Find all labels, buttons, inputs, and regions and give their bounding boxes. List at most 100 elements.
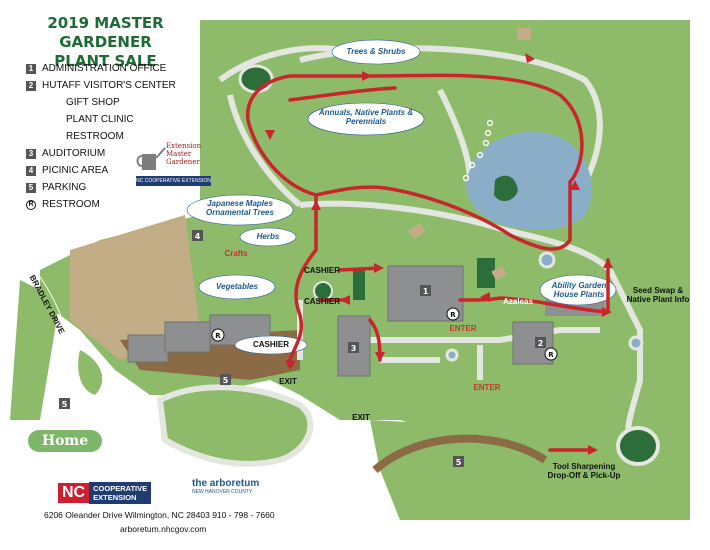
- legend-marker: R: [26, 199, 36, 210]
- lake-island: [494, 175, 518, 202]
- logo-word-extension: EXTENSION: [93, 493, 137, 502]
- marker-4: 4: [192, 230, 203, 241]
- label-herbs: Herbs: [256, 232, 280, 241]
- legend-item: GIFT SHOP: [66, 94, 206, 111]
- arboretum-logo: the arboretum NEW HANOVER COUNTY: [192, 478, 259, 495]
- tan-kiosk-3: [517, 28, 531, 40]
- legend-marker: 1: [26, 63, 36, 74]
- svg-text:1: 1: [423, 287, 429, 296]
- legend: 1 ADMINISTRATION OFFICE 2 HUTAFF VISITOR'S…: [26, 60, 206, 213]
- legend-label: GIFT SHOP: [66, 97, 120, 108]
- cooperative-extension-text: COOPERATIVE EXTENSION: [89, 482, 152, 504]
- legend-label: RESTROOM: [42, 199, 100, 210]
- logo-word-cooperative: COOPERATIVE: [93, 484, 148, 493]
- legend-item: 2 HUTAFF VISITOR'S CENTER: [26, 77, 206, 94]
- bradley-drive: [34, 269, 71, 341]
- label-tool-sharpening: Tool Sharpening Drop-Off & Pick-Up: [547, 462, 621, 480]
- label-crafts: Crafts: [224, 249, 248, 258]
- marker-3: 3: [348, 342, 359, 353]
- svg-text:4: 4: [195, 232, 201, 241]
- lake: [466, 131, 592, 230]
- map-title: 2019 MASTER GARDENER PLANT SALE: [18, 14, 193, 71]
- legend-label: PLANT CLINIC: [66, 114, 134, 125]
- tree-circle-north: [238, 64, 274, 94]
- logo-band: NC COOPERATIVE EXTENSION: [136, 176, 211, 186]
- restroom-marker-labels: R R R: [215, 311, 554, 359]
- label-exit-left: EXIT: [279, 377, 297, 386]
- label-cashier-top: CASHIER: [303, 266, 340, 275]
- garden-dots: [462, 119, 494, 182]
- legend-label: PARKING: [42, 182, 87, 193]
- restroom-marker: [211, 307, 558, 361]
- legend-item: 5 PARKING: [26, 179, 206, 196]
- label-trees-shrubs: Trees & Shrubs: [346, 47, 406, 56]
- island-left: [78, 350, 103, 395]
- svg-text:2: 2: [538, 339, 544, 348]
- logo-text: Extension Master Gardener: [166, 142, 202, 166]
- svg-text:R: R: [215, 332, 221, 340]
- legend-item: RESTROOM: [66, 128, 206, 145]
- fountain-e: [628, 335, 644, 351]
- label-enter-top: ENTER: [449, 324, 477, 333]
- nc-logo-mark: NC: [58, 483, 90, 503]
- title-line-1: 2019 MASTER GARDENER: [47, 14, 164, 51]
- footer-address: 6206 Oleander Drive Wilmington, NC 28403…: [44, 510, 275, 520]
- home-button[interactable]: Home: [28, 430, 102, 452]
- tan-kiosk-2: [408, 222, 426, 240]
- label-azaleas: Azaleas: [503, 297, 533, 306]
- marker-5-west: 5: [220, 374, 231, 385]
- dark-bed-1: [477, 258, 495, 288]
- label-annuals: Annuals, Native Plants & Perennials: [318, 108, 414, 126]
- fountain-ne: [538, 251, 556, 269]
- extension-master-gardener-logo: Extension Master Gardener NC COOPERATIVE…: [136, 140, 211, 188]
- legend-label: ADMINISTRATION OFFICE: [42, 63, 167, 74]
- svg-text:R: R: [548, 351, 554, 359]
- svg-text:R: R: [450, 311, 456, 319]
- legend-item: 1 ADMINISTRATION OFFICE: [26, 60, 206, 77]
- legend-label: HUTAFF VISITOR'S CENTER: [42, 80, 176, 91]
- marker-5-south: 5: [453, 456, 464, 467]
- title-line-2: PLANT SALE: [54, 52, 157, 70]
- legend-label: RESTROOM: [66, 131, 124, 142]
- legend-item: PLANT CLINIC: [66, 111, 206, 128]
- legend-item: 3 AUDITORIUM: [26, 145, 206, 162]
- parking-arc: [372, 434, 548, 474]
- label-japanese-maples: Japanese Maples Ornamental Trees: [206, 199, 274, 217]
- label-cashier-low: CASHIER: [252, 340, 289, 349]
- tree-circle-south: [616, 426, 660, 466]
- building-3: [337, 315, 371, 377]
- legend-label: AUDITORIUM: [42, 148, 106, 159]
- arboretum-name: the arboretum: [192, 478, 260, 489]
- route-arrows: [265, 53, 613, 455]
- footer-url[interactable]: arboretum.nhcgov.com: [120, 524, 207, 534]
- legend-label: PICINIC AREA: [42, 165, 109, 176]
- label-seed-swap: Seed Swap & Native Plant Info: [626, 286, 690, 304]
- legend-item: R RESTROOM: [26, 196, 206, 213]
- svg-text:5: 5: [223, 376, 229, 385]
- legend-marker: 2: [26, 80, 36, 91]
- legend-item: 4 PICINIC AREA: [26, 162, 206, 179]
- svg-text:5: 5: [456, 458, 462, 467]
- arboretum-subtitle: NEW HANOVER COUNTY: [192, 489, 253, 495]
- watering-can-icon: [136, 147, 166, 170]
- legend-marker: 3: [26, 148, 36, 159]
- label-vegetables: Vegetables: [216, 282, 258, 291]
- parking-area-south: [156, 384, 314, 467]
- marker-1: 1: [420, 285, 431, 296]
- svg-text:5: 5: [62, 400, 68, 409]
- label-cashier-mid: CASHIER: [303, 297, 340, 306]
- label-ability-garden: Ability Garden House Plants: [551, 281, 607, 299]
- label-exit-bottom: EXIT: [352, 413, 370, 422]
- island-left-2: [10, 280, 60, 420]
- legend-marker: 4: [26, 165, 36, 176]
- label-bubbles: [186, 39, 617, 355]
- legend-marker: 5: [26, 182, 36, 193]
- dark-bed-2: [353, 270, 365, 300]
- tan-kiosk: [491, 265, 507, 281]
- svg-text:3: 3: [351, 344, 357, 353]
- label-enter-bottom: ENTER: [473, 383, 501, 392]
- marker-2: 2: [535, 337, 546, 348]
- nc-cooperative-extension-logo: NC COOPERATIVE EXTENSION: [58, 482, 152, 504]
- fountain-center: [445, 348, 459, 362]
